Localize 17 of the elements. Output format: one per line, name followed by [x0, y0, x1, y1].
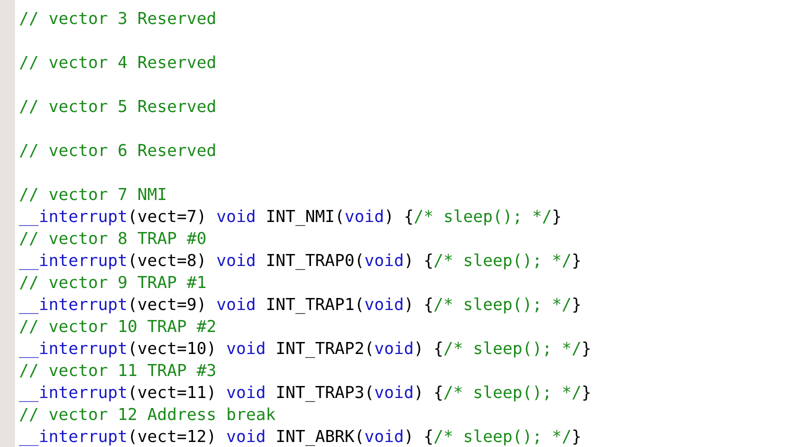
code-line: // vector 9 TRAP #1: [19, 273, 206, 293]
code-line: __interrupt(vect=10) void INT_TRAP2(void) {/* sleep(); */}: [19, 339, 592, 359]
code-line: // vector 11 TRAP #3: [19, 361, 216, 381]
code-line: // vector 3 Reserved: [19, 9, 216, 29]
code-line: __interrupt(vect=12) void INT_ABRK(void) {/* sleep(); */}: [19, 427, 582, 447]
code-line: // vector 5 Reserved: [19, 97, 216, 117]
code-line: __interrupt(vect=11) void INT_TRAP3(void) {/* sleep(); */}: [19, 383, 592, 403]
code-line: // vector 8 TRAP #0: [19, 229, 206, 249]
code-line: __interrupt(vect=7) void INT_NMI(void) {/* sleep(); */}: [19, 207, 562, 227]
code-line: // vector 10 TRAP #2: [19, 317, 216, 337]
code-line: // vector 12 Address break: [19, 405, 276, 425]
code-line: __interrupt(vect=9) void INT_TRAP1(void) {/* sleep(); */}: [19, 295, 582, 315]
editor-gutter-bar: [0, 0, 15, 447]
code-line: __interrupt(vect=8) void INT_TRAP0(void) {/* sleep(); */}: [19, 251, 582, 271]
code-line: // vector 7 NMI: [19, 185, 168, 205]
code-line: // vector 4 Reserved: [19, 53, 216, 73]
code-line: // vector 6 Reserved: [19, 141, 216, 161]
